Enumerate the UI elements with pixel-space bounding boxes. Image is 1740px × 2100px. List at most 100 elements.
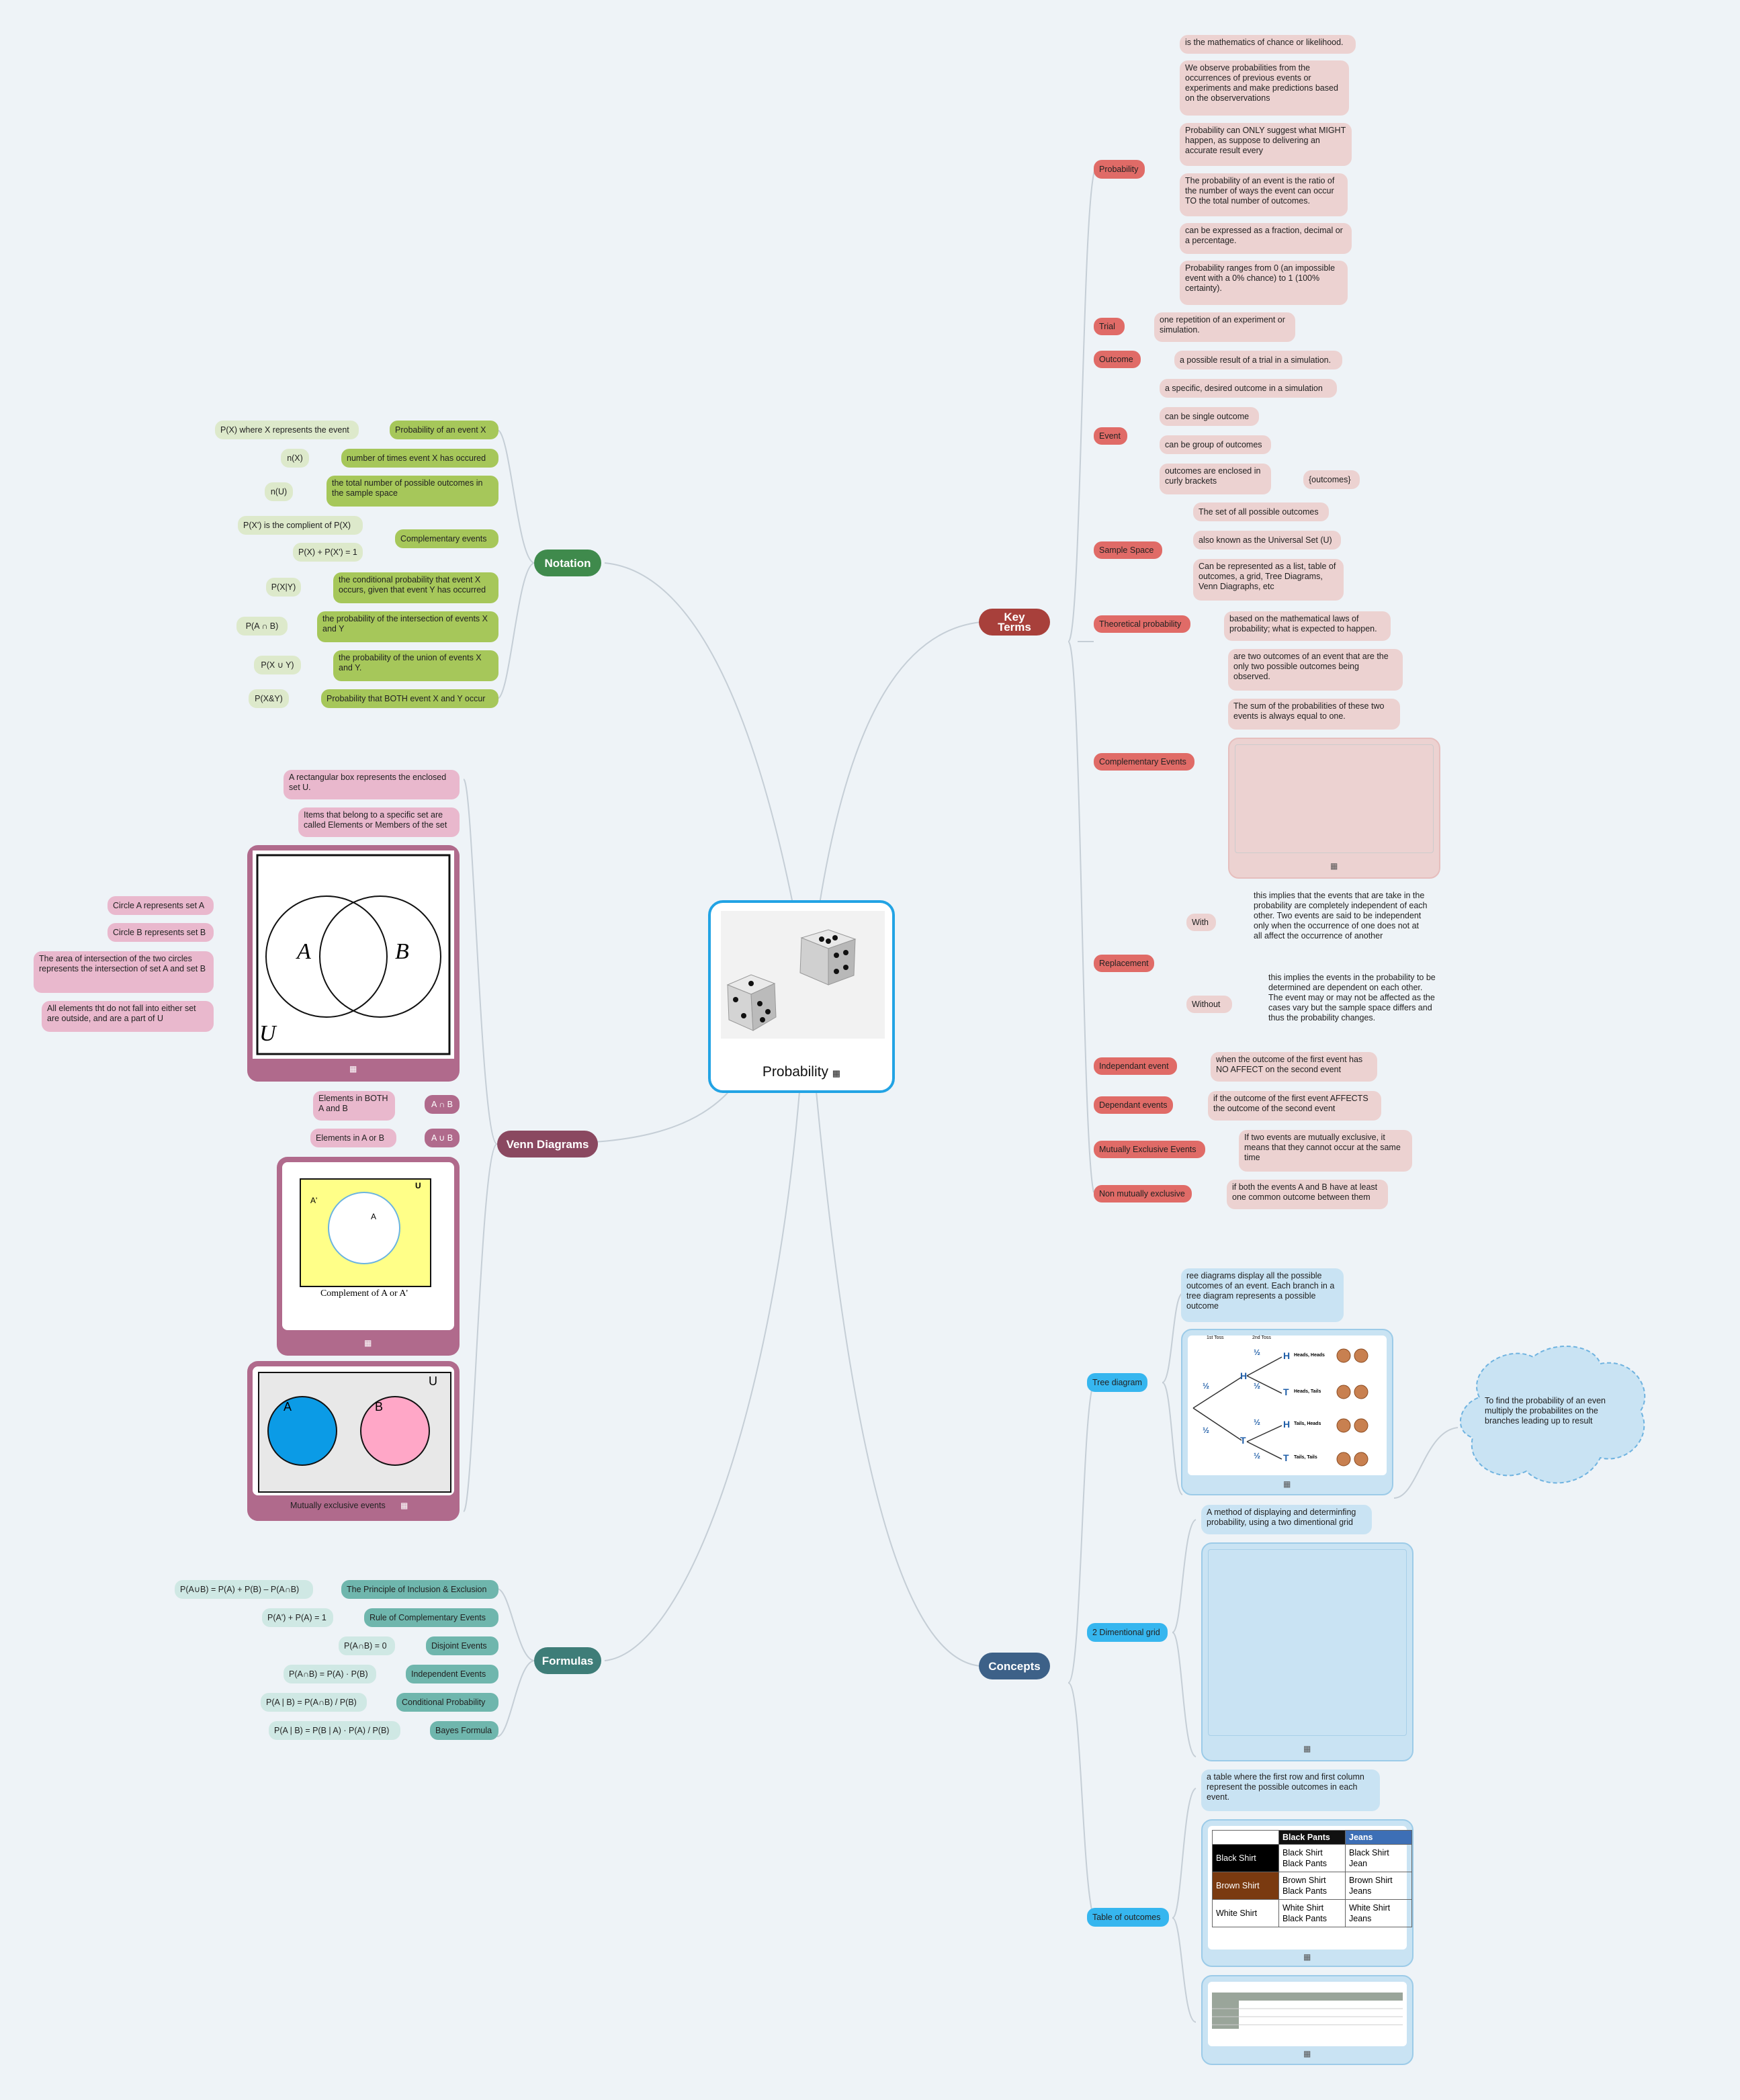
union-label[interactable]: A ∪ B <box>425 1129 460 1147</box>
tree-outcome: Heads, Tails <box>1294 1389 1321 1394</box>
notation-topic[interactable]: Notation <box>534 550 601 576</box>
complementary-label[interactable]: Complementary Events <box>1094 753 1194 771</box>
probability-item: Probability can ONLY suggest what MIGHT … <box>1180 123 1352 166</box>
concepts-topic[interactable]: Concepts <box>979 1653 1050 1679</box>
key-terms-topic[interactable]: Key Terms <box>979 609 1050 636</box>
notation-row-child: P(X) where X represents the event <box>215 421 359 439</box>
table-row-header: White Shirt <box>1212 1899 1279 1927</box>
formula-label[interactable]: Independent Events <box>406 1665 498 1683</box>
table-header-cell <box>1212 1830 1279 1845</box>
formula-label[interactable]: Rule of Complementary Events <box>364 1608 498 1627</box>
universal-set-label: U <box>259 1021 276 1046</box>
central-topic[interactable]: Probability ▦ <box>708 900 895 1093</box>
table-row-header: Black Shirt <box>1212 1844 1279 1872</box>
dependant-item: if the outcome of the first event AFFECT… <box>1208 1091 1381 1121</box>
mutually-exclusive-label[interactable]: Mutually Exclusive Events <box>1094 1141 1205 1158</box>
table-cell: White Shirt Jeans <box>1345 1899 1412 1927</box>
theoretical-label[interactable]: Theoretical probability <box>1094 615 1190 633</box>
notation-row-child: P(X') is the complient of P(X) <box>238 516 363 535</box>
notation-row-label[interactable]: number of times event X has occured <box>341 449 498 468</box>
formula-label[interactable]: Bayes Formula <box>430 1721 498 1740</box>
half-label: ½ <box>1254 1381 1261 1391</box>
tree-outcome: Tails, Heads <box>1294 1421 1321 1426</box>
formula-value: P(A∩B) = 0 <box>339 1636 395 1655</box>
complementary-image-placeholder: ▦ <box>1228 738 1440 879</box>
image-icon: ▦ <box>832 1068 841 1078</box>
tree-diagram-text: ree diagrams display all the possible ou… <box>1181 1268 1344 1322</box>
grid-label[interactable]: 2 Dimentional grid <box>1087 1623 1168 1642</box>
replacement-without[interactable]: Without <box>1186 996 1232 1013</box>
probability-item: is the mathematics of chance or likeliho… <box>1180 35 1356 54</box>
table-cell: Brown Shirt Jeans <box>1345 1872 1412 1900</box>
a-label: A <box>371 1212 377 1221</box>
venn-note: Circle B represents set B <box>107 923 214 942</box>
set-b-label: B <box>395 939 409 964</box>
grid-text: A method of displaying and determinfing … <box>1201 1505 1372 1534</box>
notation-row-label[interactable]: Probability that BOTH event X and Y occu… <box>321 689 498 708</box>
table-row-header: Brown Shirt <box>1212 1872 1279 1900</box>
callout-cloud <box>1460 1346 1646 1484</box>
dependant-label[interactable]: Dependant events <box>1094 1096 1173 1114</box>
table-cell: Black Shirt Jean <box>1345 1844 1412 1872</box>
independant-label[interactable]: Independant event <box>1094 1057 1177 1075</box>
event-label[interactable]: Event <box>1094 427 1127 445</box>
notation-row-label[interactable]: Complementary events <box>395 529 498 548</box>
venn-diagrams-topic[interactable]: Venn Diagrams <box>497 1131 598 1157</box>
notation-row-child: P(X|Y) <box>266 578 301 597</box>
complement-caption: Complement of A or A' <box>320 1288 408 1299</box>
replacement-with-text: this implies that the events that are ta… <box>1254 891 1428 940</box>
formula-label[interactable]: Disjoint Events <box>426 1636 498 1655</box>
venn-note: All elements tht do not fall into either… <box>42 1001 214 1032</box>
half-label: ½ <box>1203 1381 1210 1391</box>
notation-row-label[interactable]: the probability of the intersection of e… <box>317 611 498 642</box>
image-icon: ▦ <box>1283 1479 1291 1489</box>
dice-image <box>721 911 885 1039</box>
heads-node: H <box>1283 1350 1291 1361</box>
independant-item: when the outcome of the first event has … <box>1211 1052 1377 1082</box>
complementary-item: The sum of the probabilities of these tw… <box>1228 699 1400 730</box>
event-item: a specific, desired outcome in a simulat… <box>1160 379 1337 398</box>
half-label: ½ <box>1254 1348 1261 1357</box>
formulas-topic[interactable]: Formulas <box>534 1647 601 1674</box>
half-label: ½ <box>1254 1451 1261 1460</box>
image-icon: ▦ <box>400 1501 408 1510</box>
intersection-child: Elements in BOTH A and B <box>313 1091 395 1121</box>
probability-item: Probability ranges from 0 (an impossible… <box>1180 261 1348 305</box>
venn-note: The area of intersection of the two circ… <box>34 951 214 993</box>
notation-row-label[interactable]: Probability of an event X <box>390 421 498 439</box>
event-item: can be single outcome <box>1160 407 1259 426</box>
notation-row-label[interactable]: the total number of possible outcomes in… <box>327 476 498 507</box>
replacement-label[interactable]: Replacement <box>1094 955 1154 972</box>
replacement-with[interactable]: With <box>1186 914 1216 931</box>
formula-label[interactable]: The Principle of Inclusion & Exclusion <box>341 1580 498 1599</box>
complementary-item: are two outcomes of an event that are th… <box>1228 649 1403 691</box>
intersection-label[interactable]: A ∩ B <box>425 1095 460 1114</box>
tree-diagram-label[interactable]: Tree diagram <box>1087 1373 1147 1392</box>
probability-label[interactable]: Probability <box>1094 160 1145 179</box>
image-icon: ▦ <box>1303 1952 1311 1962</box>
outcome-label[interactable]: Outcome <box>1094 351 1141 368</box>
replacement-without-text: this implies the events in the probabili… <box>1268 973 1436 1022</box>
data-table-drawing <box>1212 1993 1403 2029</box>
notation-row-label[interactable]: the probability of the union of events X… <box>333 650 498 681</box>
heads-node: H <box>1240 1370 1248 1381</box>
non-mutually-exclusive-label[interactable]: Non mutually exclusive <box>1094 1185 1192 1202</box>
formula-value: P(A | B) = P(B | A) · P(A) / P(B) <box>269 1721 400 1740</box>
trial-label[interactable]: Trial <box>1094 318 1125 335</box>
sample-space-label[interactable]: Sample Space <box>1094 541 1162 559</box>
formula-label[interactable]: Conditional Probability <box>396 1693 498 1712</box>
theoretical-item: based on the mathematical laws of probab… <box>1224 611 1391 641</box>
data-table-image: ▦ <box>1201 1975 1413 2065</box>
formula-value: P(A∩B) = P(A) · P(B) <box>284 1665 376 1683</box>
venn-diagram-image: A B U ▦ <box>247 845 460 1082</box>
half-label: ½ <box>1203 1426 1210 1435</box>
probability-item: can be expressed as a fraction, decimal … <box>1180 223 1352 254</box>
tails-node: T <box>1283 1387 1289 1397</box>
table-of-outcomes-label[interactable]: Table of outcomes <box>1087 1908 1169 1927</box>
formula-value: P(A') + P(A) = 1 <box>262 1608 333 1627</box>
table-cell: Brown Shirt Black Pants <box>1278 1872 1346 1900</box>
notation-row-label[interactable]: the conditional probability that event X… <box>333 572 498 603</box>
mutual-caption: Mutually exclusive events <box>290 1501 386 1510</box>
table-cell: Black Shirt Black Pants <box>1278 1844 1346 1872</box>
notation-row-child: n(X) <box>281 449 309 468</box>
